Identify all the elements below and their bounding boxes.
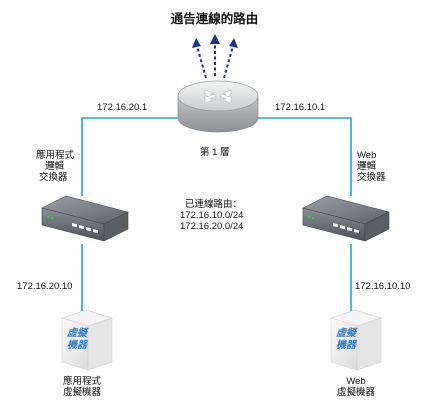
left-vm-icon <box>61 309 113 371</box>
network-links <box>81 117 352 312</box>
right-vm-label: Web 虛擬機器 <box>326 376 386 398</box>
right-vm-icon-text: 虛擬 機器 <box>336 328 356 352</box>
advertise-arrowheads <box>192 34 238 48</box>
connected-routes: 已連線路由： 172.16.10.0/24 172.16.20.0/24 <box>180 199 243 232</box>
left-switch-label: 應用程式 邏輯 交換器 <box>36 150 74 183</box>
right-vm-icon <box>330 309 382 371</box>
right-switch-label-line-1: Web <box>357 150 377 161</box>
right-switch-icon <box>302 195 390 242</box>
arrow-up-left-icon <box>192 38 201 48</box>
left-switch-label-line-2: 邏輯 <box>45 161 65 172</box>
diagram-title: 通告連線的路由 <box>170 12 259 26</box>
left-vm-label: 應用程式 虛擬機器 <box>52 376 112 398</box>
connected-route-1: 172.16.10.0/24 <box>180 210 244 221</box>
arrow-up-icon <box>210 34 220 44</box>
right-vm-icon-text-line-1: 虛擬 <box>336 328 356 339</box>
left-vm-label-line-1: 應用程式 <box>62 376 101 387</box>
left-switch-icon <box>41 195 129 242</box>
right-switch-label-line-3: 交換器 <box>357 172 386 183</box>
right-switch-label: Web 邏輯 交換器 <box>357 150 386 183</box>
left-vm-icon-text: 虛擬 機器 <box>67 328 87 352</box>
advertise-arrows <box>196 42 234 79</box>
connected-route-2: 172.16.20.0/24 <box>180 221 244 232</box>
left-vm-label-line-2: 虛擬機器 <box>62 387 101 398</box>
router-right-ip: 172.16.10.1 <box>275 102 326 113</box>
right-vm-ip: 172.16.10.10 <box>355 281 411 292</box>
router-label: 第 1 層 <box>200 147 230 158</box>
right-vm-icon-text-line-2: 機器 <box>336 340 356 351</box>
left-vm-icon-text-line-2: 機器 <box>67 340 87 351</box>
link-router-left-switch <box>81 117 178 196</box>
left-switch-label-line-3: 交換器 <box>39 172 68 183</box>
connected-routes-heading: 已連線路由： <box>185 199 243 210</box>
link-router-right-switch <box>258 117 352 196</box>
right-vm-label-line-2: 虛擬機器 <box>336 387 375 398</box>
left-switch-label-line-1: 應用程式 <box>36 150 75 161</box>
left-vm-icon-text-line-1: 虛擬 <box>67 328 87 339</box>
right-vm-label-line-1: Web <box>346 376 366 387</box>
right-switch-label-line-2: 邏輯 <box>357 161 377 172</box>
router-icon <box>177 80 259 133</box>
router-left-ip: 172.16.20.1 <box>97 102 148 113</box>
left-vm-ip: 172.16.20.10 <box>17 281 73 292</box>
arrow-up-right-icon <box>229 38 238 48</box>
